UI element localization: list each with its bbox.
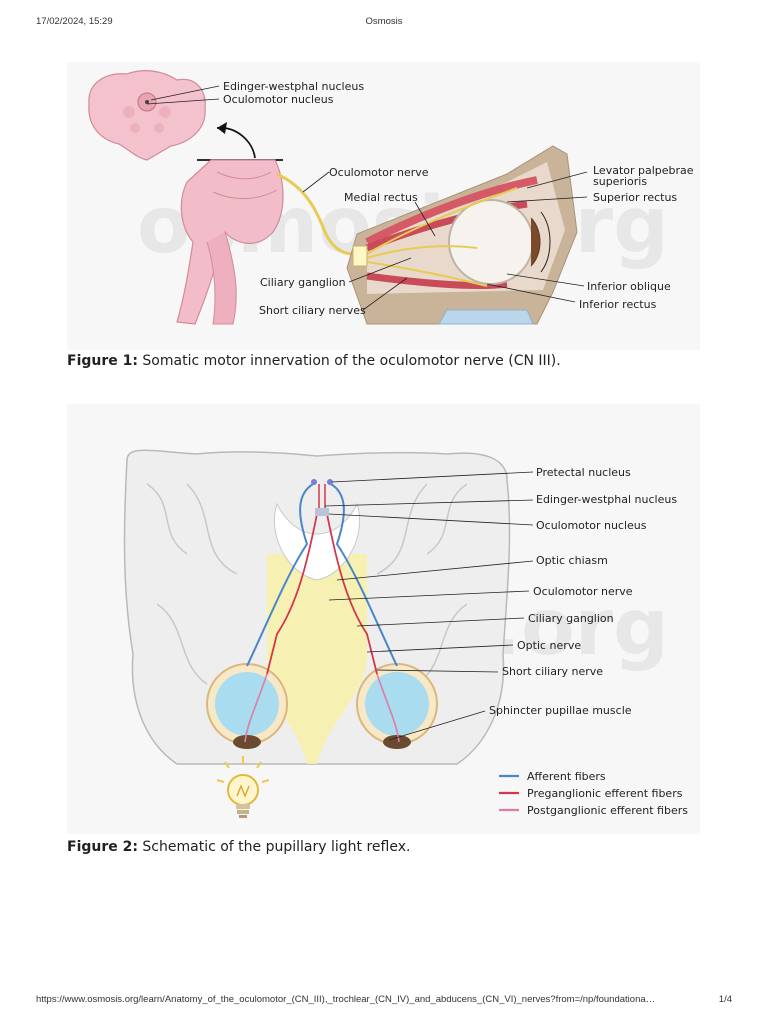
pretectal-nucleus-dot [311,479,317,485]
left-eye-icon [206,663,288,749]
pointer-arrow [216,127,256,159]
label-edinger-westphal-nucleus: Edinger-westphal nucleus [536,493,677,506]
brainstem-icon [176,159,284,325]
label-superior-rectus: Superior rectus [593,191,677,204]
figure-1-illustration: osmosis.org [67,62,700,350]
afferent-fiber-left [246,483,314,667]
figure-2-svg: osmosis.org [123,449,688,818]
label-oculomotor-nerve: Oculomotor nerve [329,166,429,179]
label-medial-rectus: Medial rectus [344,191,418,204]
figure-1-svg: osmosis.org [88,70,694,325]
page-number: 1/4 [718,994,732,1005]
label-levator-superioris: superioris [593,175,647,188]
print-datetime: 17/02/2024, 15:29 [36,16,113,27]
oculomotor-nerve-path [276,172,364,256]
figure-1-caption-text: Somatic motor innervation of the oculomo… [137,353,561,369]
label-ciliary-ganglion: Ciliary ganglion [260,276,346,289]
label-sphincter-pupillae: Sphincter pupillae muscle [489,704,632,717]
print-footer: https://www.osmosis.org/learn/Anatomy_of… [36,994,732,1008]
legend-label-afferent: Afferent fibers [527,770,606,783]
brain-icon [123,449,511,765]
label-levator-palpebrae: Levator palpebrae [593,164,694,177]
label-inferior-rectus: Inferior rectus [579,298,657,311]
label-inferior-oblique: Inferior oblique [587,280,671,293]
label-pretectal-nucleus: Pretectal nucleus [536,466,631,479]
label-edinger-westphal-nucleus: Edinger-westphal nucleus [223,80,364,93]
pretectal-nucleus-dot [327,479,333,485]
figure-2-caption-text: Schematic of the pupillary light reflex. [137,839,411,855]
brainstem-section-icon [88,70,206,161]
legend: Afferent fibers Preganglionic efferent f… [499,770,688,817]
label-optic-nerve: Optic nerve [517,639,581,652]
leader-lines [146,85,588,311]
afferent-fiber-right [330,483,398,667]
preganglionic-fibers [266,513,378,675]
oculomotor-nucleus-block [315,508,329,516]
legend-label-preganglionic: Preganglionic efferent fibers [527,787,683,800]
figure-2-illustration: osmosis.org [67,404,700,834]
label-oculomotor-nucleus: Oculomotor nucleus [536,519,647,532]
page-url: https://www.osmosis.org/learn/Anatomy_of… [36,994,656,1005]
legend-label-postganglionic: Postganglionic efferent fibers [527,804,688,817]
label-optic-chiasm: Optic chiasm [536,554,608,567]
print-header: 17/02/2024, 15:29 Osmosis [36,16,732,30]
figure-2-caption-label: Figure 2: [67,839,138,855]
figure-1-caption: Figure 1: Somatic motor innervation of t… [67,353,561,369]
label-short-ciliary-nerve: Short ciliary nerve [502,665,603,678]
figure-2-caption: Figure 2: Schematic of the pupillary lig… [67,839,410,855]
label-ciliary-ganglion: Ciliary ganglion [528,612,614,625]
lightbulb-icon [216,756,270,818]
label-oculomotor-nerve: Oculomotor nerve [533,585,633,598]
figure-1-caption-label: Figure 1: [67,353,138,369]
arrow-head-icon [217,122,227,134]
print-page-title: Osmosis [365,16,403,27]
label-oculomotor-nucleus: Oculomotor nucleus [223,93,334,106]
label-short-ciliary-nerves: Short ciliary nerves [259,304,366,317]
leader-lines [324,471,534,741]
